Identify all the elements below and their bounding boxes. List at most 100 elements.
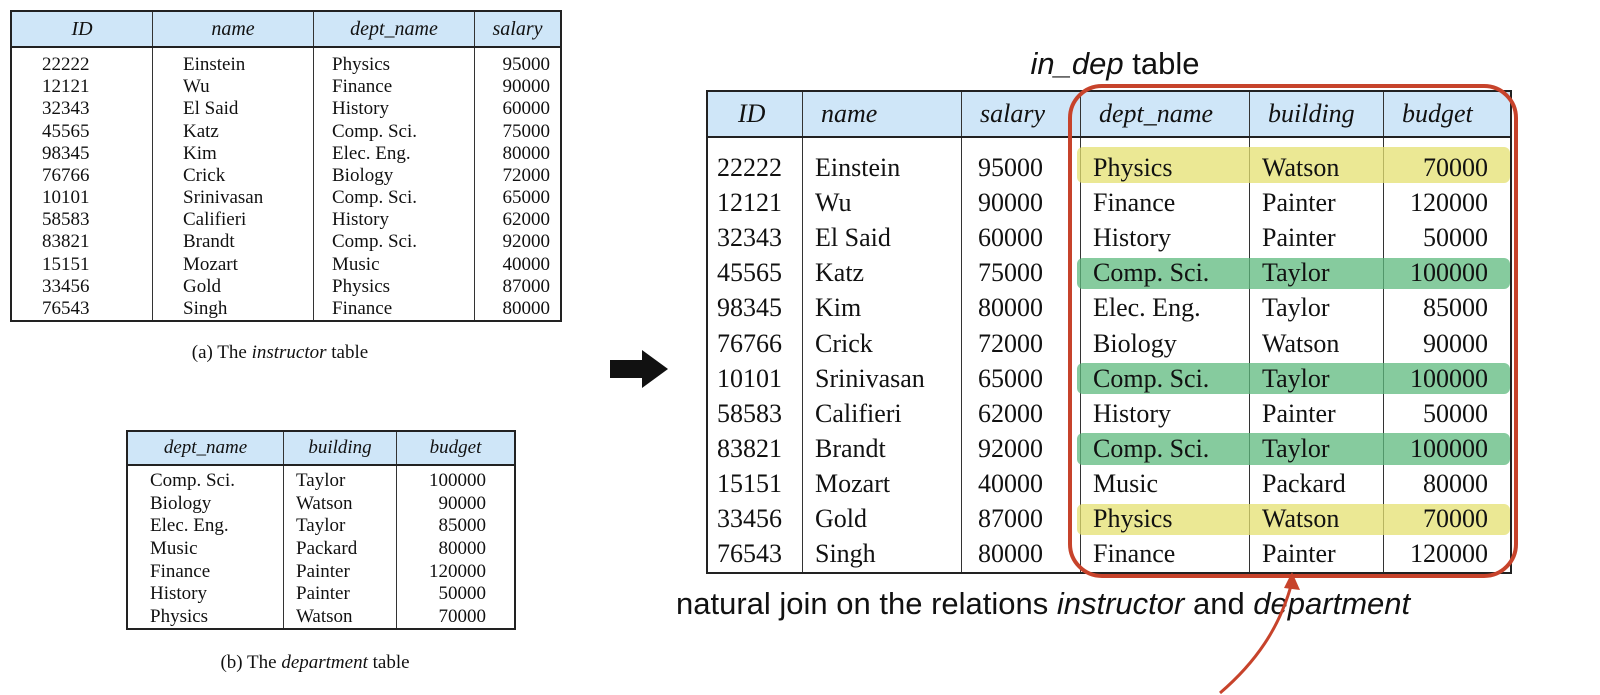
table-cell: 98345: [717, 293, 782, 323]
table-cell: 60000: [961, 220, 1081, 256]
curved-arrow-icon: [1219, 572, 1300, 695]
table-header-row: ID name salary dept_name building budget: [707, 91, 1511, 138]
table-cell: 95000: [961, 137, 1081, 186]
table-cell: Crick: [152, 164, 314, 187]
table-cell: Taylor: [1249, 431, 1384, 467]
department-table: dept_name building budget Comp. Sci.Tayl…: [126, 430, 516, 630]
table-cell: 90000: [396, 492, 515, 516]
table-cell: Finance: [313, 76, 475, 99]
table-cell: 60000: [474, 98, 561, 121]
table-cell: Katz: [152, 120, 314, 143]
table-cell: 80000: [961, 536, 1081, 573]
table-cell: 100000: [1383, 431, 1511, 467]
table-cell: Finance: [1080, 185, 1250, 221]
table-cell: Taylor: [1249, 290, 1384, 326]
table-cell: 32343: [42, 98, 90, 120]
table-cell: Comp. Sci.: [313, 186, 475, 210]
table-cell: Comp. Sci.: [313, 231, 475, 254]
table-cell: Singh: [152, 297, 314, 321]
table-cell: 85000: [1383, 290, 1511, 326]
table-cell: 76766: [717, 328, 782, 358]
table-cell: Wu: [802, 185, 962, 221]
table-cell: 85000: [396, 515, 515, 538]
table-cell: Singh: [802, 536, 962, 573]
table-cell: 58583: [42, 209, 90, 231]
table-header-row: ID name dept_name salary: [11, 11, 561, 48]
table-cell: Gold: [152, 275, 314, 298]
table-cell: Mozart: [802, 466, 962, 502]
table-cell: Biology: [150, 492, 212, 514]
table-cell: Watson: [1249, 137, 1384, 186]
table-cell: Taylor: [283, 515, 397, 538]
table-cell: History: [150, 583, 207, 605]
table-cell: 100000: [1383, 361, 1511, 397]
column-header: dept_name: [313, 11, 475, 48]
table-cell: 72000: [961, 325, 1081, 362]
in-dep-title: in_dep table: [1030, 46, 1200, 81]
table-cell: Biology: [1080, 325, 1250, 362]
column-header: name: [152, 11, 314, 48]
table-cell: 22222: [717, 152, 782, 182]
table-cell: 12121: [717, 187, 782, 217]
table-cell: Music: [150, 538, 198, 560]
table-cell: 80000: [1383, 466, 1511, 502]
table-cell: Taylor: [283, 465, 397, 493]
table-cell: 76766: [42, 164, 90, 186]
column-header: salary: [961, 91, 1081, 138]
table-cell: Gold: [802, 501, 962, 537]
table-cell: 32343: [717, 223, 782, 253]
table-cell: Finance: [313, 297, 475, 321]
table-cell: Music: [313, 253, 475, 276]
table-cell: El Said: [802, 220, 962, 256]
table-cell: Physics: [150, 605, 209, 627]
table-cell: Katz: [802, 255, 962, 291]
table-cell: Painter: [1249, 220, 1384, 256]
column-header: name: [802, 91, 962, 138]
table-cell: Painter: [1249, 536, 1384, 573]
table-cell: 40000: [474, 253, 561, 276]
table-cell: 100000: [396, 465, 515, 493]
table-cell: Wu: [152, 76, 314, 99]
table-cell: 76543: [717, 539, 782, 569]
column-header: salary: [474, 11, 561, 48]
table-cell: 45565: [717, 258, 782, 288]
table-cell: 83821: [717, 433, 782, 463]
instructor-caption: (a) The instructor table: [191, 342, 369, 363]
table-cell: 40000: [961, 466, 1081, 502]
table-cell: Califieri: [802, 396, 962, 432]
column-header: building: [1249, 91, 1384, 138]
table-cell: 87000: [474, 275, 561, 298]
table-cell: 15151: [717, 469, 782, 499]
table-cell: Elec. Eng.: [313, 142, 475, 165]
table-cell: Kim: [802, 290, 962, 326]
table-cell: Taylor: [1249, 255, 1384, 291]
table-cell: 62000: [961, 396, 1081, 432]
table-cell: 95000: [474, 47, 561, 77]
natural-join-caption: natural join on the relations instructor…: [676, 586, 1411, 621]
table-cell: Painter: [283, 582, 397, 606]
table-cell: 50000: [1383, 220, 1511, 256]
table-cell: 100000: [1383, 255, 1511, 291]
right-arrow-icon: [610, 350, 668, 388]
table-cell: Srinivasan: [802, 361, 962, 397]
